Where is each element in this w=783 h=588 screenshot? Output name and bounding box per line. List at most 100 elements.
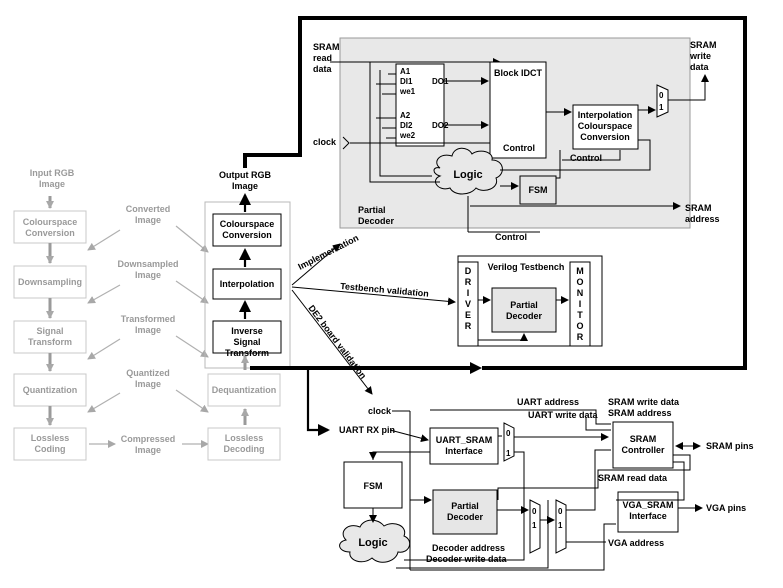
de2-uart-write-label: UART write data bbox=[528, 410, 599, 420]
top-logic-cloud bbox=[433, 147, 503, 195]
de2-mux2-1: 1 bbox=[532, 521, 537, 530]
top-clock-label: clock bbox=[313, 137, 337, 147]
de2-vga-pins-label: VGA pins bbox=[706, 503, 746, 513]
decoder-interpolation-label: Interpolation bbox=[220, 279, 275, 289]
de2-uart-address-label: UART address bbox=[517, 397, 579, 407]
tb-partial-decoder-box bbox=[491, 287, 557, 333]
sram-controller-box bbox=[612, 421, 674, 469]
ram-di1: DI1 bbox=[400, 77, 413, 86]
implementation-label: Implementation bbox=[296, 233, 360, 272]
de2-mux-3 bbox=[555, 499, 567, 554]
de2-partial-decoder-box bbox=[432, 489, 498, 535]
driver-box bbox=[457, 261, 479, 347]
ram-a1: A1 bbox=[400, 67, 411, 76]
control-label-1: Control bbox=[503, 143, 535, 153]
dequantization-label: Dequantization bbox=[212, 385, 277, 395]
top-logic-label: Logic bbox=[453, 169, 482, 181]
top-fsm-box bbox=[519, 175, 557, 205]
top-mux-0: 0 bbox=[659, 91, 664, 100]
de2-clock-label: clock bbox=[368, 406, 392, 416]
downsampling-box bbox=[13, 265, 87, 299]
vga-sram-box bbox=[617, 491, 679, 533]
lossless-coding-box bbox=[13, 427, 87, 461]
monitor-box bbox=[569, 261, 591, 347]
testbench-validation-label: Testbench validation bbox=[340, 281, 429, 299]
de2-uart-rx-label: UART RX pin bbox=[339, 425, 395, 435]
de2-logic-label: Logic bbox=[358, 537, 387, 549]
control-label-3: Control bbox=[495, 232, 527, 242]
testbench-title: Verilog Testbench bbox=[488, 262, 565, 272]
uart-sram-box bbox=[429, 427, 499, 465]
de2-decoder-write-label: Decoder write data bbox=[426, 554, 508, 564]
decoder-colourspace-box bbox=[212, 213, 282, 247]
de2-mux-1 bbox=[503, 422, 515, 462]
top-mux bbox=[656, 84, 669, 118]
dequantization-box bbox=[207, 373, 281, 407]
de2-decoder-address-label: Decoder address bbox=[432, 543, 505, 553]
de2-sram-write-label: SRAM write data bbox=[608, 397, 680, 407]
de2-logic-cloud bbox=[339, 519, 411, 563]
block-idct-box bbox=[489, 61, 547, 159]
decoder-interpolation-box bbox=[212, 268, 282, 300]
ram-we1: we1 bbox=[399, 87, 416, 96]
top-fsm-label: FSM bbox=[529, 185, 548, 195]
signal-transform-box bbox=[13, 320, 87, 354]
de2-sram-read-label: SRAM read data bbox=[598, 473, 668, 483]
lossless-decoding-box bbox=[207, 427, 281, 461]
inverse-signal-transform-box bbox=[212, 320, 282, 354]
ram-a2: A2 bbox=[400, 111, 411, 120]
colourspace-conversion-box bbox=[13, 210, 87, 244]
de2-sram-address-label: SRAM address bbox=[608, 408, 672, 418]
quantization-label: Quantization bbox=[23, 385, 78, 395]
de2-mux1-1: 1 bbox=[506, 449, 511, 458]
de2-mux3-0: 0 bbox=[558, 507, 563, 516]
de2-mux1-0: 0 bbox=[506, 429, 511, 438]
ram-do2: DO2 bbox=[432, 121, 449, 130]
de2-mux2-0: 0 bbox=[532, 507, 537, 516]
dual-port-ram bbox=[395, 63, 445, 147]
de2-fsm-label: FSM bbox=[364, 481, 383, 491]
block-idct-label: Block IDCT bbox=[494, 68, 543, 78]
ram-we2: we2 bbox=[399, 131, 416, 140]
de2-sram-pins-label: SRAM pins bbox=[706, 441, 754, 451]
ram-di2: DI2 bbox=[400, 121, 413, 130]
de2-vga-address-label: VGA address bbox=[608, 538, 664, 548]
de2-board: UART address UART write data SRAM write … bbox=[339, 397, 754, 571]
top-mux-1: 1 bbox=[659, 103, 664, 112]
de2-mux-2 bbox=[529, 499, 541, 554]
de2-fsm-box bbox=[343, 461, 403, 509]
interp-cc-box bbox=[572, 104, 639, 150]
